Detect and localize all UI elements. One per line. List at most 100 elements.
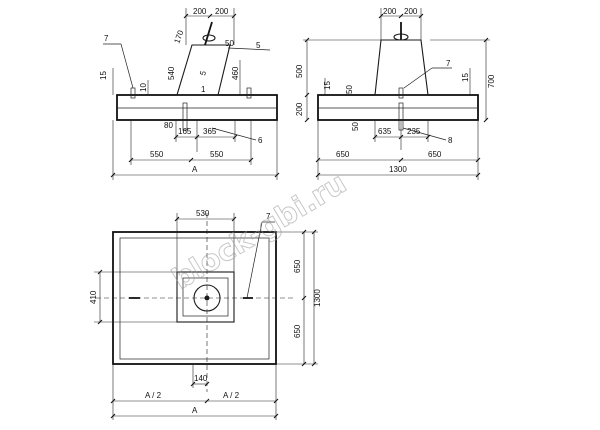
dim-tick — [204, 398, 210, 404]
side-dim-15r: 15 — [461, 73, 470, 82]
front-dim-540: 540 — [167, 66, 176, 80]
plan-dim-530: 530 — [196, 209, 210, 218]
dim-tick — [425, 134, 431, 140]
dim-tick — [315, 172, 321, 178]
dim-tick — [231, 13, 237, 19]
front-bottom-dim-165: 165 — [178, 127, 192, 136]
dim-tick — [398, 134, 404, 140]
front-bolt-head — [202, 34, 216, 42]
front-label-5: 5 — [198, 69, 208, 76]
plan-column-base — [176, 271, 235, 323]
side-bolt-head — [393, 33, 409, 41]
side-top-dim-2: 200 — [404, 7, 418, 16]
dim-tick — [110, 413, 116, 419]
side-leader-7 — [403, 67, 433, 89]
dim-tick — [304, 117, 310, 123]
front-dim-10: 10 — [139, 83, 148, 92]
front-dim-460: 460 — [231, 66, 240, 80]
watermark-text: block-gbi.ru — [166, 166, 352, 296]
dim-tick — [231, 216, 237, 222]
side-top-dim-1: 200 — [383, 7, 397, 16]
plan-view: 530 7 410 650 1300 650 140 A / 2 A / 2 A — [89, 209, 322, 420]
front-bottom-dim-365: 365 — [203, 127, 217, 136]
front-base-dim-2: 550 — [210, 150, 224, 159]
front-dim-15: 15 — [99, 71, 108, 80]
front-anchor-bolt — [204, 21, 213, 46]
side-dim-500: 500 — [295, 64, 304, 78]
front-callout-6: 6 — [258, 136, 263, 145]
front-dim-170: 170 — [172, 29, 185, 45]
plan-dim-650-bottom: 650 — [293, 324, 302, 338]
front-dim-50: 50 — [225, 39, 234, 48]
side-callout-8: 8 — [448, 136, 453, 145]
side-dim-700: 700 — [487, 74, 496, 88]
dim-tick — [311, 361, 317, 367]
dim-tick — [273, 413, 279, 419]
front-view: 200 200 7 15 10 170 540 80 5 1 50 5 460 … — [99, 7, 280, 180]
dim-tick — [204, 381, 210, 387]
dim-tick — [183, 13, 189, 19]
side-dim-50b: 50 — [351, 122, 360, 131]
dim-tick — [378, 13, 384, 19]
dim-tick — [483, 117, 489, 123]
front-base-dim-1: 550 — [150, 150, 164, 159]
side-embed — [398, 87, 404, 99]
dim-tick — [301, 361, 307, 367]
front-callout-5: 5 — [256, 41, 261, 50]
dim-tick — [398, 157, 404, 163]
dim-tick — [304, 92, 310, 98]
side-bottom-dim-635: 635 — [378, 127, 392, 136]
plan-leader-7 — [246, 221, 263, 299]
side-dim-15: 15 — [323, 81, 332, 90]
dim-tick — [274, 172, 280, 178]
plan-inner-outline — [119, 237, 270, 360]
side-callout-7: 7 — [446, 59, 451, 68]
plan-half-dim-1: A / 2 — [145, 391, 162, 400]
dim-tick — [475, 172, 481, 178]
front-overall: A — [192, 165, 198, 174]
dim-tick — [248, 157, 254, 163]
plan-dim-650-top: 650 — [293, 259, 302, 273]
dim-tick — [194, 134, 200, 140]
dim-tick — [483, 37, 489, 43]
dim-tick — [110, 398, 116, 404]
side-bottom-dim-235: 235 — [407, 127, 421, 136]
dim-tick — [97, 319, 103, 325]
side-dim-50a: 50 — [345, 85, 354, 94]
dim-tick — [311, 229, 317, 235]
dim-tick — [372, 134, 378, 140]
side-overall: 1300 — [389, 165, 407, 174]
dim-tick — [173, 134, 179, 140]
dim-tick — [232, 134, 238, 140]
front-base-slab — [116, 94, 278, 121]
dim-tick — [174, 216, 180, 222]
side-base-slab — [317, 94, 479, 121]
side-column — [374, 39, 429, 96]
front-label-1: 1 — [201, 85, 206, 94]
leader-7 — [120, 43, 134, 89]
dim-tick — [304, 37, 310, 43]
dim-tick — [188, 157, 194, 163]
front-dim-80: 80 — [164, 121, 173, 130]
front-sleeve — [182, 102, 188, 131]
side-view: 200 200 500 200 15 50 50 7 15 700 8 635 … — [295, 7, 496, 180]
dim-tick — [475, 157, 481, 163]
dim-tick — [301, 295, 307, 301]
plan-column-top — [182, 277, 229, 317]
dim-tick — [398, 13, 404, 19]
dim-tick — [97, 269, 103, 275]
dim-tick — [128, 157, 134, 163]
plan-callout-7: 7 — [266, 212, 271, 221]
front-embed-right — [246, 87, 252, 99]
side-base-dim-2: 650 — [428, 150, 442, 159]
side-base-dim-1: 650 — [336, 150, 350, 159]
dim-tick — [418, 13, 424, 19]
dim-tick — [301, 229, 307, 235]
leader-5 — [227, 47, 271, 51]
side-dim-200: 200 — [295, 102, 304, 116]
plan-dim-1300: 1300 — [313, 289, 322, 307]
dim-tick — [110, 172, 116, 178]
dim-tick — [207, 13, 213, 19]
